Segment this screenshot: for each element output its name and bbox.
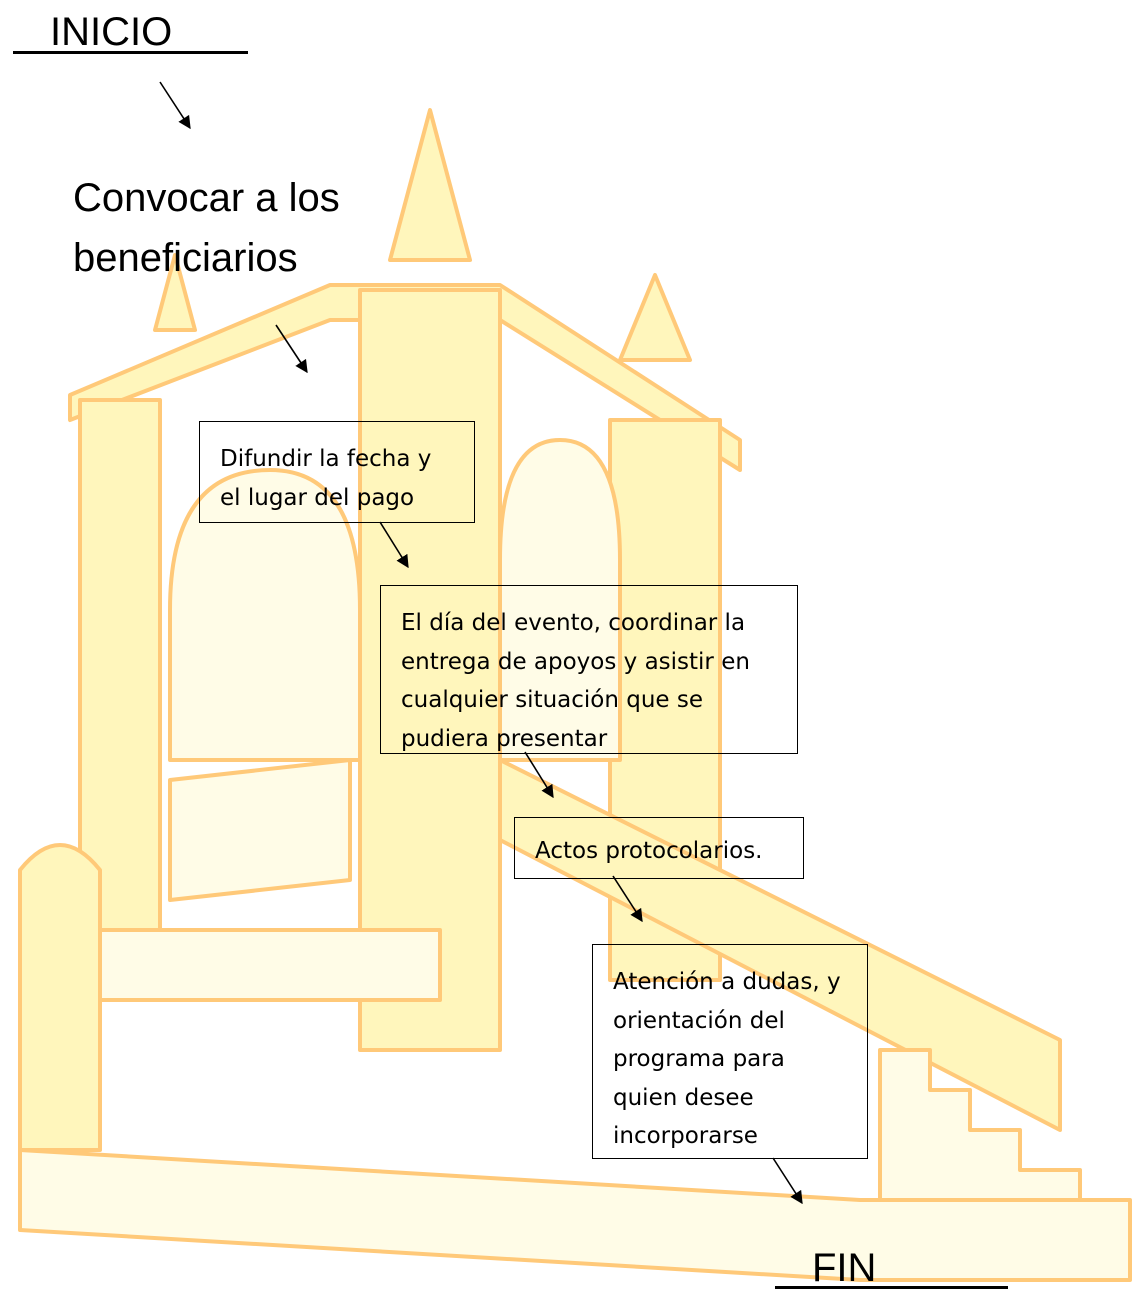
step-atencion-box: Atención a dudas, y orientación del prog… xyxy=(592,944,868,1159)
step-actos-box: Actos protocolarios. xyxy=(514,817,804,879)
step-coordinar-box: El día del evento, coordinar la entrega … xyxy=(380,585,798,754)
arrow-step2-to-step3 xyxy=(379,521,409,569)
arrow-step5-to-end xyxy=(772,1157,803,1205)
end-label: FIN xyxy=(812,1246,877,1290)
arrow-step1-to-step2 xyxy=(275,324,308,374)
arrow-start-to-step1 xyxy=(159,81,191,130)
arrow-step4-to-step5 xyxy=(612,875,643,923)
arrow-step3-to-step4 xyxy=(524,751,554,799)
start-label: INICIO xyxy=(50,10,173,54)
step-difundir-box: Difundir la fecha y el lugar del pago xyxy=(199,421,475,523)
start-underline xyxy=(13,51,248,54)
end-underline xyxy=(775,1286,1008,1289)
step-convocar: Convocar a los beneficiarios xyxy=(73,176,340,280)
